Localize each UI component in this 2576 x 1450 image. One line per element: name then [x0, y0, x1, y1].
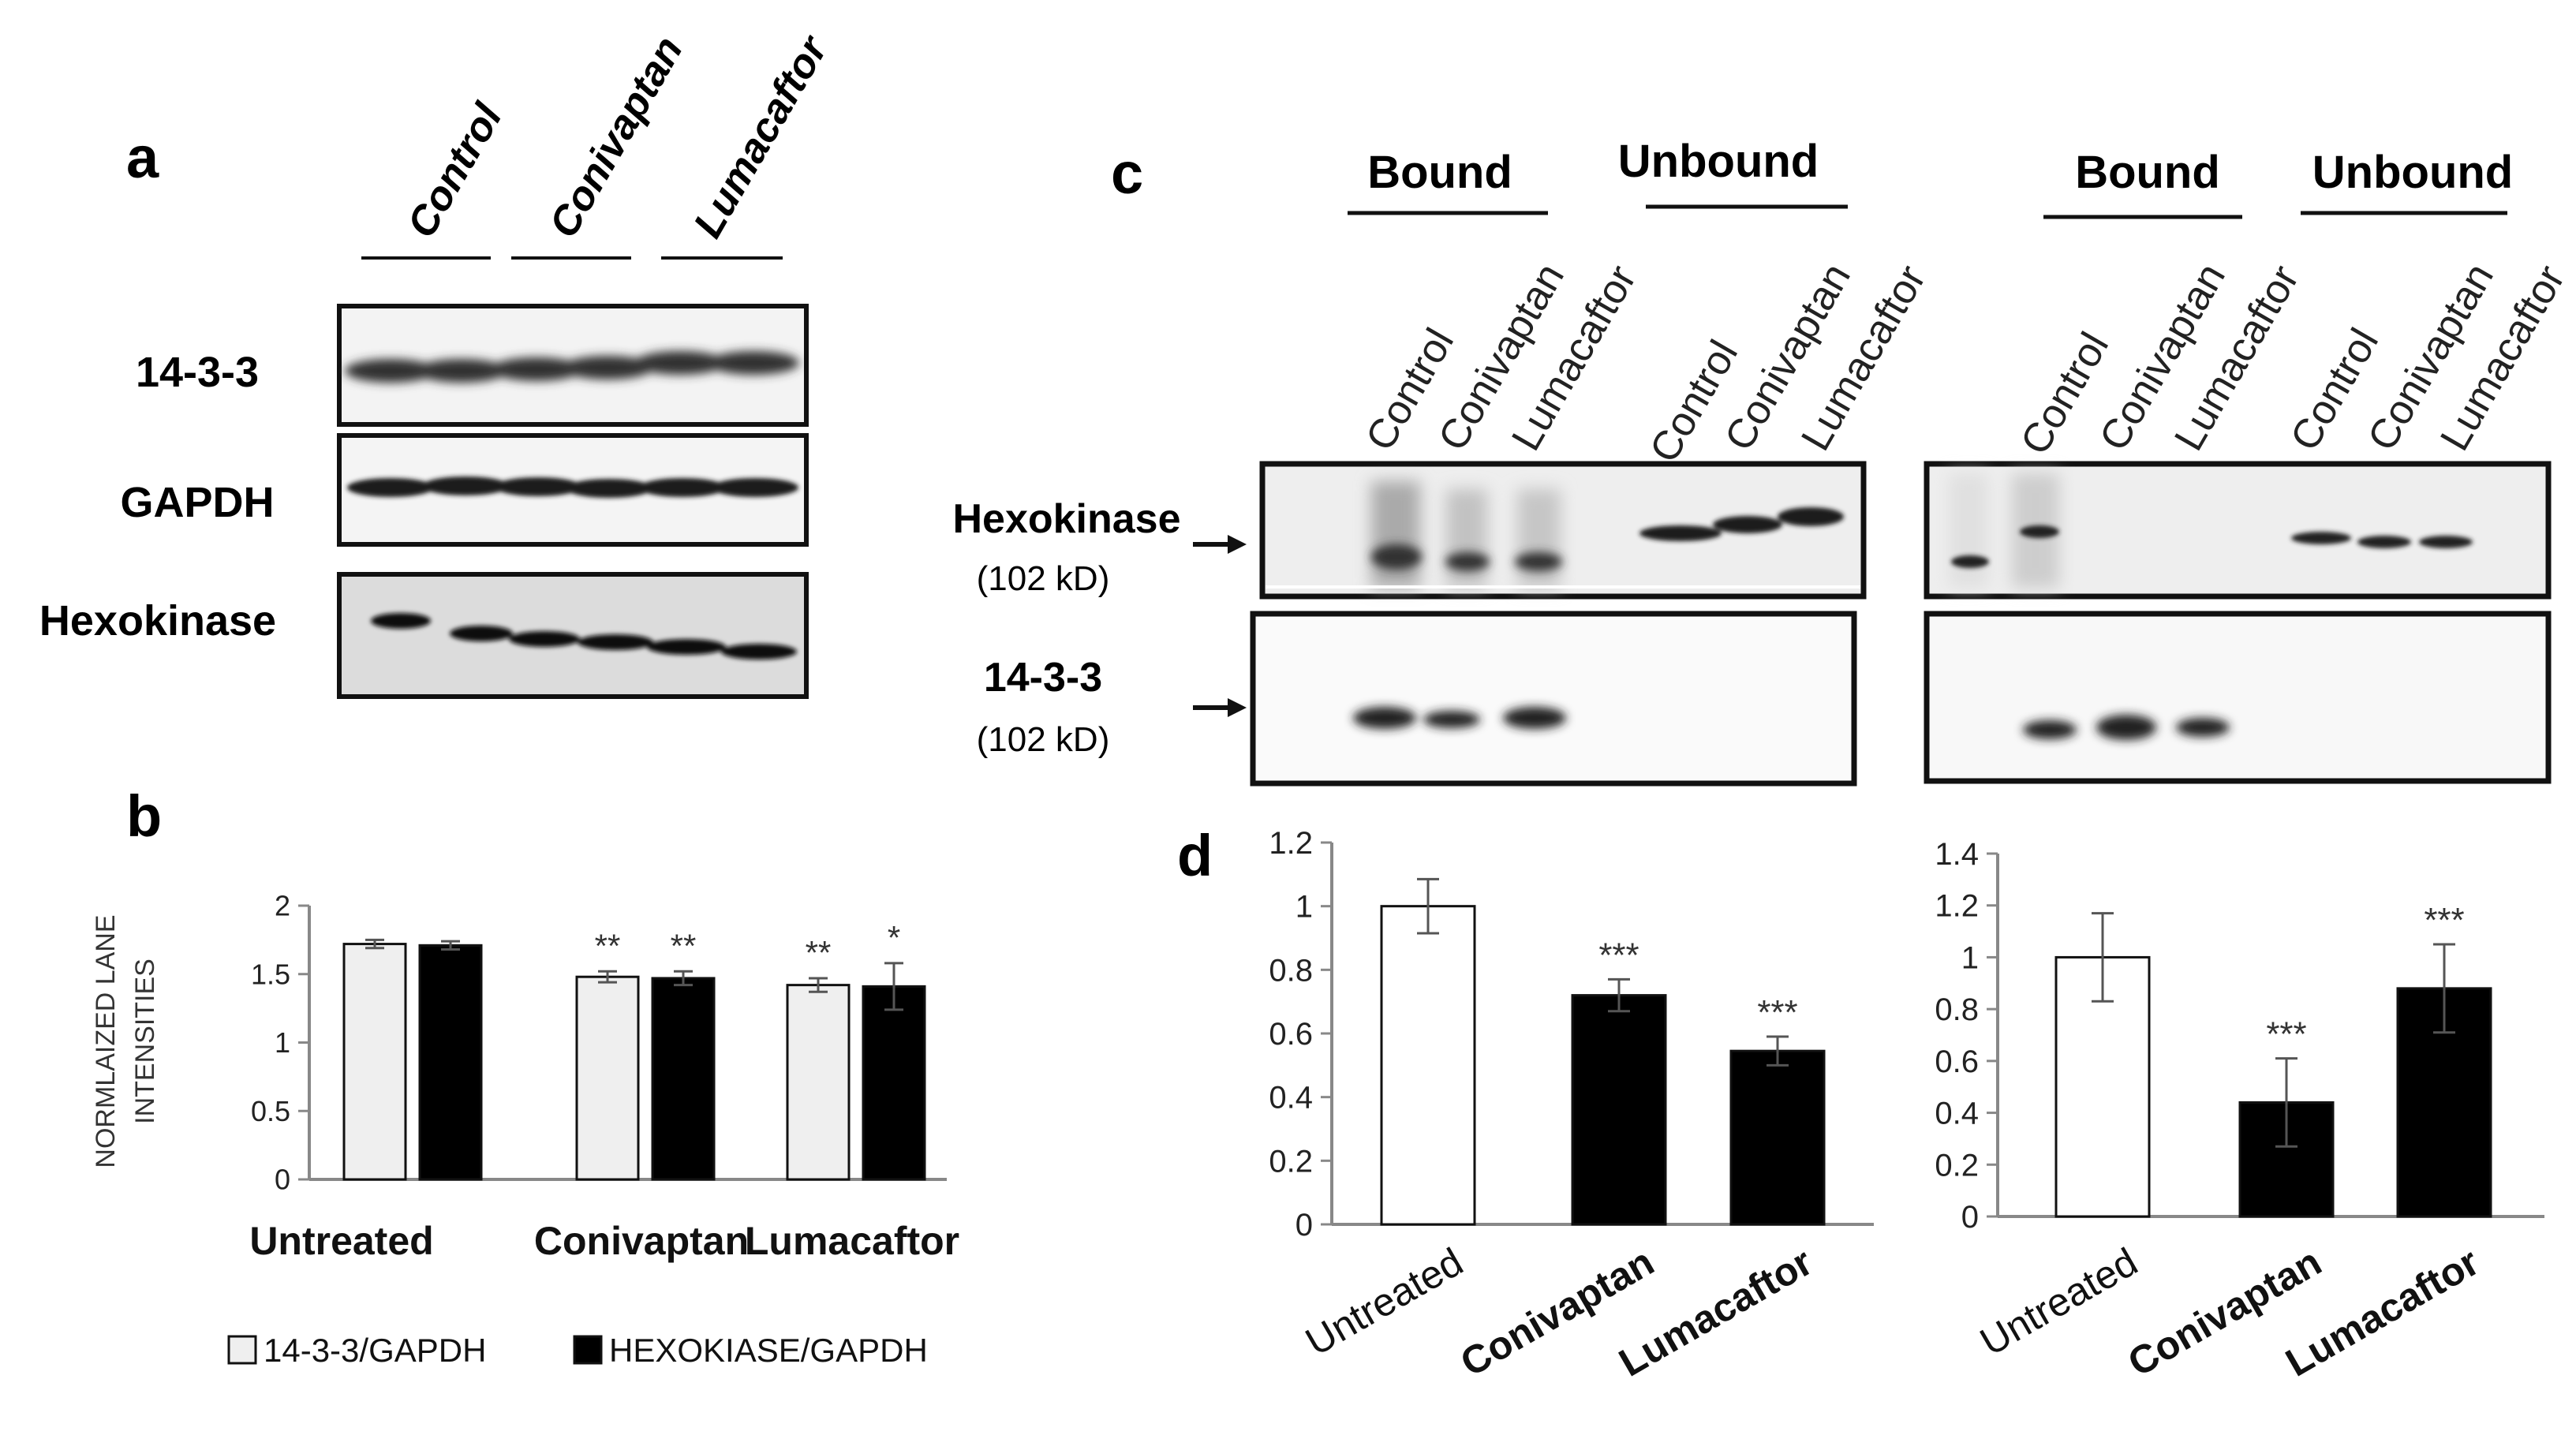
- blot-c-left-14-3-3: [1250, 611, 1857, 787]
- arrow-icon: [1193, 698, 1247, 717]
- y-tick-label: 1.2: [1269, 826, 1313, 861]
- chart-b-ylabel-line2: INTENSITIES: [130, 959, 160, 1124]
- bar-lumacaftor: [1729, 1049, 1826, 1226]
- panel-a-lane-headers: Control Conivaptan Lumacaftor: [361, 27, 837, 260]
- blot-c-left-hexokinase: [1259, 461, 1867, 600]
- group-header-bound: Bound: [2075, 147, 2220, 198]
- bar-hexokinase: [651, 977, 716, 1181]
- y-tick-label: 0.2: [1269, 1144, 1313, 1179]
- chart-b-ylabel-line1: NORMLAIZED LANE: [91, 914, 121, 1168]
- panel-letter-a: a: [126, 125, 159, 190]
- category-label: Conivaptan: [534, 1219, 749, 1263]
- legend-label-hexokinase: HEXOKIASE/GAPDH: [609, 1332, 928, 1369]
- bar-hexokinase: [418, 944, 483, 1181]
- significance-label: ***: [2424, 901, 2464, 940]
- chart-d-right: 0 0.2 0.4 0.6 0.8 1 1.2 1.4 *** *** UntreatedCon…: [1935, 837, 2544, 1385]
- bar-conivaptan: [1571, 994, 1667, 1226]
- lane-header-control: Control: [398, 95, 511, 245]
- y-tick-label: 0: [275, 1164, 290, 1196]
- chart-b-y-ticks: 0 0.5 1 1.5 2: [251, 890, 309, 1196]
- y-tick-label: 0.8: [1269, 953, 1313, 988]
- significance-label: **: [806, 934, 832, 971]
- bar-14-3-3: [575, 975, 640, 1181]
- arrow-icon: [1193, 535, 1247, 554]
- chart-d-right-y-ticks: 0 0.2 0.4 0.6 0.8 1 1.2 1.4: [1935, 837, 1998, 1235]
- legend-swatch-14-3-3: [227, 1335, 257, 1365]
- panel-c: Bound Unbound Bound Unbound Control Coni…: [952, 136, 2574, 787]
- category-label: Untreated: [1298, 1239, 1470, 1364]
- bar-untreated: [1380, 905, 1476, 1226]
- lane-header-lumacaftor: Lumacaftor: [685, 27, 837, 245]
- lane-label-control: Control: [1641, 333, 1747, 470]
- panel-letter-b: b: [126, 783, 162, 849]
- significance-label: ***: [1598, 936, 1639, 974]
- significance-label: ***: [1757, 993, 1797, 1032]
- y-tick-label: 0: [1295, 1208, 1313, 1243]
- group-header-bound: Bound: [1367, 147, 1512, 198]
- significance-label: *: [888, 919, 900, 956]
- chart-d-left: 0 0.2 0.4 0.6 0.8 1 1.2 *** *** UntreatedConiva…: [1269, 826, 1874, 1385]
- y-tick-label: 0.6: [1269, 1017, 1313, 1052]
- legend-label-14-3-3: 14-3-3/GAPDH: [264, 1332, 486, 1369]
- blot-label-hexokinase: Hexokinase: [39, 597, 276, 645]
- chart-b-legend: 14-3-3/GAPDH HEXOKIASE/GAPDH: [227, 1332, 928, 1369]
- panel-a: Control Conivaptan Lumacaftor 14-3-3 GAP…: [39, 27, 837, 699]
- chart-d-left-y-ticks: 0 0.2 0.4 0.6 0.8 1 1.2: [1269, 826, 1332, 1243]
- legend-swatch-hexokinase: [573, 1335, 603, 1365]
- blot-c-right-14-3-3: [1924, 611, 2552, 784]
- y-tick-label: 0.5: [251, 1095, 290, 1127]
- y-tick-label: 1.4: [1935, 837, 1979, 872]
- category-label: Lumacaftor: [745, 1219, 959, 1263]
- y-tick-label: 1: [1961, 940, 1979, 975]
- y-tick-label: 0: [1961, 1200, 1979, 1235]
- category-label: Untreated: [1972, 1239, 2144, 1364]
- row-label-size: (102 kD): [977, 720, 1110, 759]
- significance-label: **: [595, 927, 621, 964]
- lane-header-conivaptan: Conivaptan: [540, 29, 692, 245]
- row-label-hexokinase: Hexokinase: [952, 496, 1180, 542]
- row-label-14-3-3: 14-3-3: [984, 655, 1102, 701]
- y-tick-label: 0.8: [1935, 992, 1979, 1027]
- y-tick-label: 1.2: [1935, 889, 1979, 924]
- significance-label: ***: [2266, 1015, 2306, 1054]
- group-header-unbound: Unbound: [2312, 147, 2513, 198]
- group-header-unbound: Unbound: [1618, 136, 1819, 187]
- panel-c-group-headers: Bound Unbound Bound Unbound: [1348, 136, 2513, 219]
- blot-label-gapdh: GAPDH: [120, 479, 274, 526]
- y-tick-label: 0.4: [1935, 1097, 1979, 1131]
- y-tick-label: 0.4: [1269, 1081, 1313, 1116]
- y-tick-label: 1.5: [251, 958, 290, 990]
- y-tick-label: 1: [275, 1026, 290, 1059]
- blot-label-14-3-3: 14-3-3: [136, 349, 259, 396]
- y-tick-label: 1: [1295, 890, 1313, 925]
- chart-d-right-bars: *** ***: [2054, 901, 2492, 1218]
- row-label-size: (102 kD): [977, 559, 1110, 598]
- y-tick-label: 2: [275, 890, 290, 922]
- chart-d-left-bars: *** ***: [1380, 877, 1826, 1226]
- panel-letter-d: d: [1177, 823, 1213, 888]
- significance-label: **: [671, 927, 697, 964]
- blot-c-right-hexokinase: [1924, 461, 2552, 600]
- panel-c-lane-labels: Control Conivaptan Lumacaftor Control Co…: [1357, 256, 2574, 470]
- category-label: Untreated: [249, 1219, 433, 1263]
- panel-letter-c: c: [1111, 140, 1143, 206]
- bar-14-3-3: [342, 943, 407, 1181]
- chart-b-bars: *******: [342, 919, 926, 1181]
- bar-hexokinase: [862, 985, 926, 1181]
- blot-a-hexokinase: [337, 572, 809, 699]
- blot-a-14-3-3: [337, 304, 809, 427]
- bar-14-3-3: [786, 984, 851, 1181]
- y-tick-label: 0.2: [1935, 1148, 1979, 1183]
- y-tick-label: 0.6: [1935, 1045, 1979, 1079]
- blot-a-gapdh: [337, 433, 809, 547]
